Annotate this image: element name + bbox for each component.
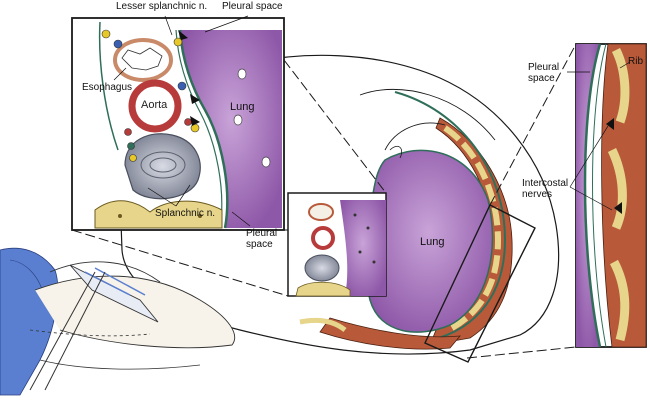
arrow-icon	[614, 202, 622, 214]
patient-position-illustration	[0, 247, 236, 396]
pleural-space-label: Pleural space	[222, 1, 283, 12]
main-cross-section	[299, 88, 513, 350]
intercostal-nerves-line1: Intercostal	[522, 178, 569, 189]
arrow-icon	[190, 94, 200, 104]
pleural-space-bottom-line2: space	[246, 239, 273, 250]
chest-wall-inset	[567, 43, 647, 348]
pleural-space-right-line2: space	[528, 73, 555, 84]
arrow-icon	[190, 116, 200, 126]
callout-lines	[71, 43, 577, 363]
pleural-space-right-line1: Pleural	[528, 62, 560, 73]
lung-center-label: Lung	[420, 236, 445, 248]
lesser-splanchnic-label: Lesser splanchnic n.	[116, 1, 208, 12]
splanchnic-label: Splanchnic n.	[155, 208, 216, 219]
pleural-space-bottom-line1: Pleural	[246, 228, 278, 239]
aorta-label: Aorta	[141, 99, 168, 111]
rib-label: Rib	[628, 56, 644, 67]
esophagus-label: Esophagus	[82, 82, 133, 93]
arrow-icon	[606, 118, 614, 130]
intercostal-nerves-line2: nerves	[522, 189, 553, 200]
lung-inset-label: Lung	[230, 101, 255, 113]
mediastinum-inset	[71, 15, 285, 231]
arrow-icon	[178, 30, 188, 40]
center-inset	[287, 192, 387, 297]
